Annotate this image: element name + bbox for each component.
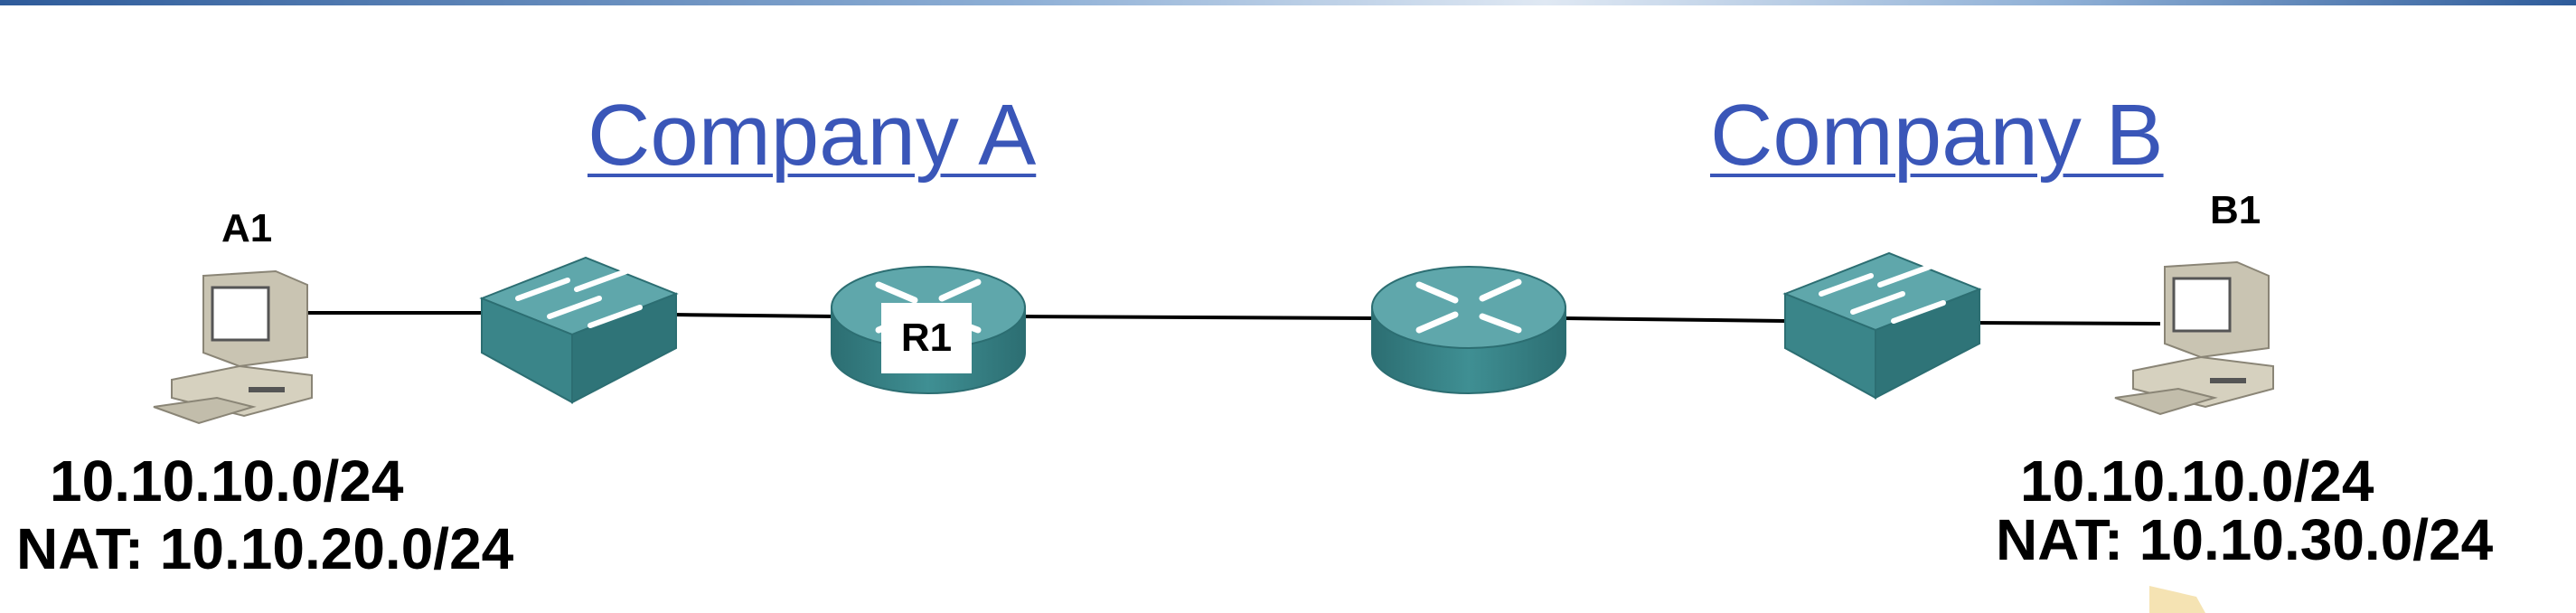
- link-router-switch: [1563, 316, 1786, 323]
- link-switch-r1: [672, 313, 837, 318]
- decorative-arrow-shape: [2149, 586, 2205, 613]
- company-b-title: Company B: [1710, 87, 2164, 184]
- company-a-title: Company A: [588, 87, 1037, 184]
- host-b1-label: B1: [2210, 188, 2261, 232]
- pc-b1-icon: [2114, 260, 2274, 416]
- host-a1-label: A1: [221, 206, 273, 250]
- switch-a-icon: [479, 256, 679, 404]
- pc-a1-icon: [153, 269, 313, 425]
- company-a-network: 10.10.10.0/24: [50, 448, 404, 514]
- router-r1-label: R1: [881, 303, 972, 373]
- company-b-nat: NAT: 10.10.30.0/24: [1996, 507, 2494, 572]
- router-b-icon: [1371, 266, 1566, 394]
- company-b-network: 10.10.10.0/24: [2020, 448, 2374, 514]
- links: [298, 311, 2161, 325]
- link-switch-b1: [1970, 321, 2161, 325]
- company-a-nat: NAT: 10.10.20.0/24: [16, 516, 514, 581]
- link-r1-router: [1020, 315, 1375, 320]
- switch-b-icon: [1782, 251, 1982, 400]
- top-accent-bar: [0, 0, 2576, 5]
